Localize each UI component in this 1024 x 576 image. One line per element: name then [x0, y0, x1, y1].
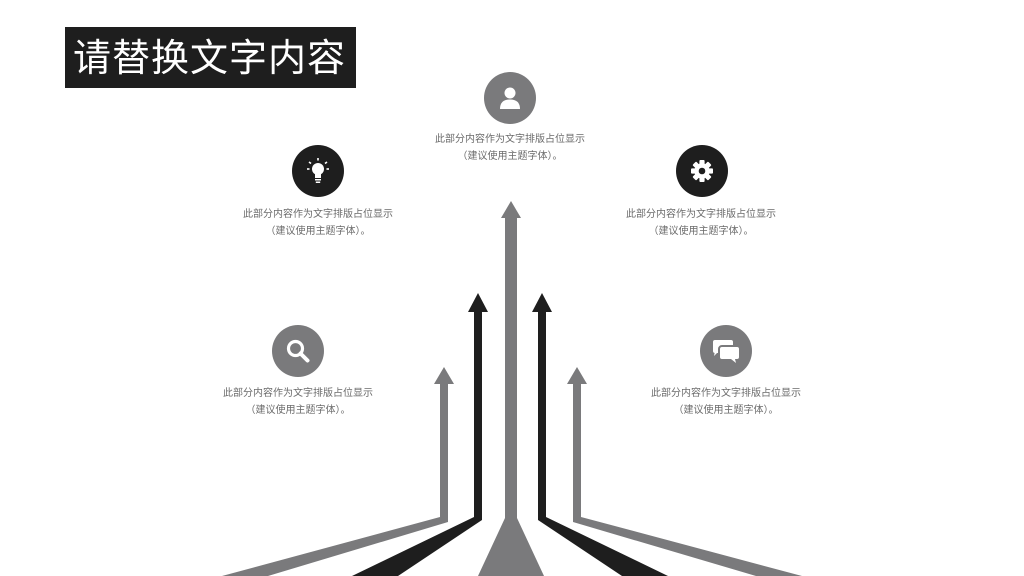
icon-circle-lightbulb	[292, 145, 344, 197]
caption-line2: （建议使用主题字体）。	[265, 226, 371, 237]
caption-line1: 此部分内容作为文字排版占位显示	[435, 134, 585, 145]
caption-line1: 此部分内容作为文字排版占位显示	[651, 388, 801, 399]
caption-line1: 此部分内容作为文字排版占位显示	[626, 209, 776, 220]
caption-line2: （建议使用主题字体）。	[245, 405, 351, 416]
page-title-text: 请替换文字内容	[73, 35, 347, 80]
lightbulb-icon	[307, 158, 329, 183]
arrow-center	[478, 201, 544, 576]
caption-line2: （建议使用主题字体）。	[457, 151, 563, 162]
icon-circle-chat	[700, 325, 752, 377]
arrow-inner-right	[532, 293, 668, 576]
caption-lower-left: 此部分内容作为文字排版占位显示 （建议使用主题字体）。	[178, 385, 418, 419]
icon-circle-search	[272, 325, 324, 377]
caption-upper-right: 此部分内容作为文字排版占位显示 （建议使用主题字体）。	[581, 206, 821, 240]
arrow-inner-left	[352, 293, 488, 576]
search-icon	[286, 339, 310, 363]
caption-line2: （建议使用主题字体）。	[673, 405, 779, 416]
page-title: 请替换文字内容	[65, 27, 357, 88]
caption-line1: 此部分内容作为文字排版占位显示	[243, 209, 393, 220]
caption-line2: （建议使用主题字体）。	[648, 226, 754, 237]
caption-top-center: 此部分内容作为文字排版占位显示 （建议使用主题字体）。	[390, 131, 630, 165]
caption-lower-right: 此部分内容作为文字排版占位显示 （建议使用主题字体）。	[606, 385, 846, 419]
gear-icon	[691, 160, 713, 182]
icon-circle-user	[484, 72, 536, 124]
caption-line1: 此部分内容作为文字排版占位显示	[223, 388, 373, 399]
caption-upper-left: 此部分内容作为文字排版占位显示 （建议使用主题字体）。	[198, 206, 438, 240]
user-icon	[500, 87, 520, 109]
chat-icon	[713, 340, 739, 363]
icon-circle-gear	[676, 145, 728, 197]
